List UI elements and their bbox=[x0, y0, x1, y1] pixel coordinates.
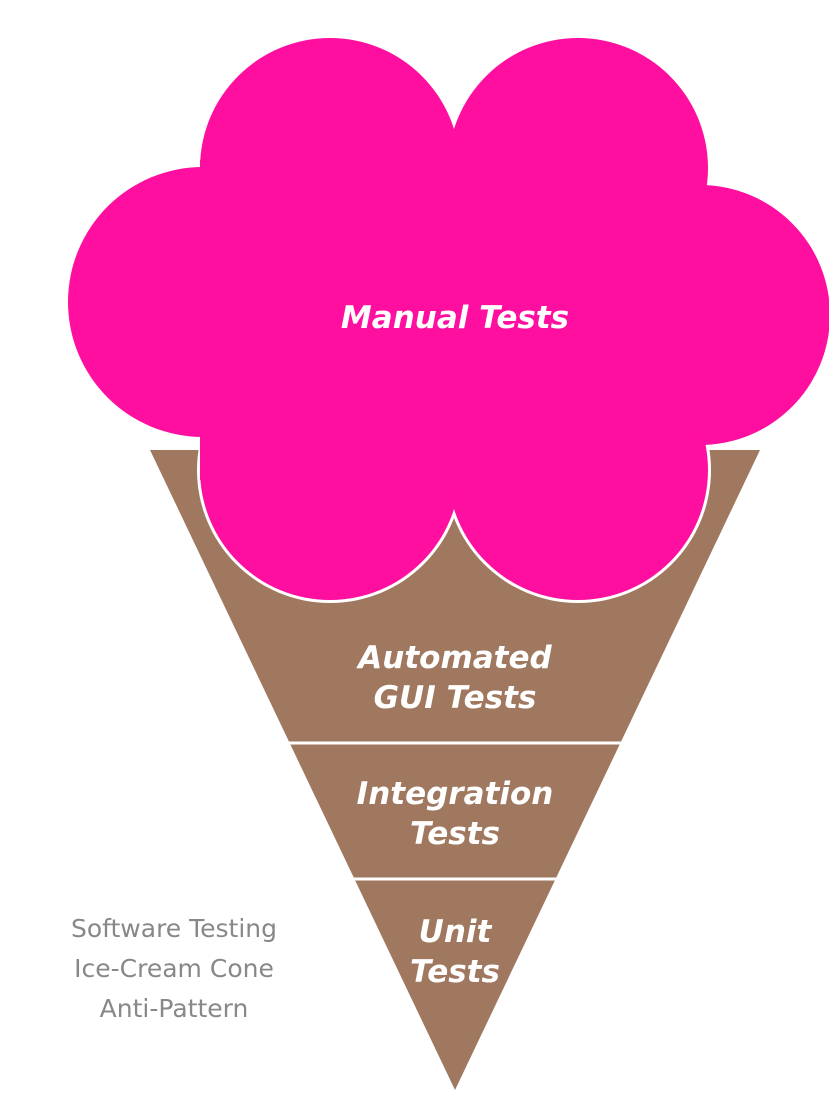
integration-tests-label-line2: Tests bbox=[410, 816, 500, 852]
automated-gui-tests-label-line2: GUI Tests bbox=[374, 680, 537, 716]
caption-line2: Ice-Cream Cone bbox=[74, 954, 274, 983]
unit-tests-label-line1: Unit bbox=[419, 914, 493, 950]
integration-tests-label-line1: Integration bbox=[357, 776, 554, 812]
caption-line3: Anti-Pattern bbox=[100, 994, 249, 1023]
cream-scoop bbox=[65, 35, 829, 603]
diagram-caption: Software Testing Ice-Cream Cone Anti-Pat… bbox=[71, 914, 277, 1023]
cone-shape bbox=[150, 450, 760, 1090]
manual-tests-label: Manual Tests bbox=[341, 300, 569, 336]
unit-tests-label-line2: Tests bbox=[410, 954, 500, 990]
automated-gui-tests-label-line1: Automated bbox=[355, 640, 552, 676]
caption-line1: Software Testing bbox=[71, 914, 277, 943]
